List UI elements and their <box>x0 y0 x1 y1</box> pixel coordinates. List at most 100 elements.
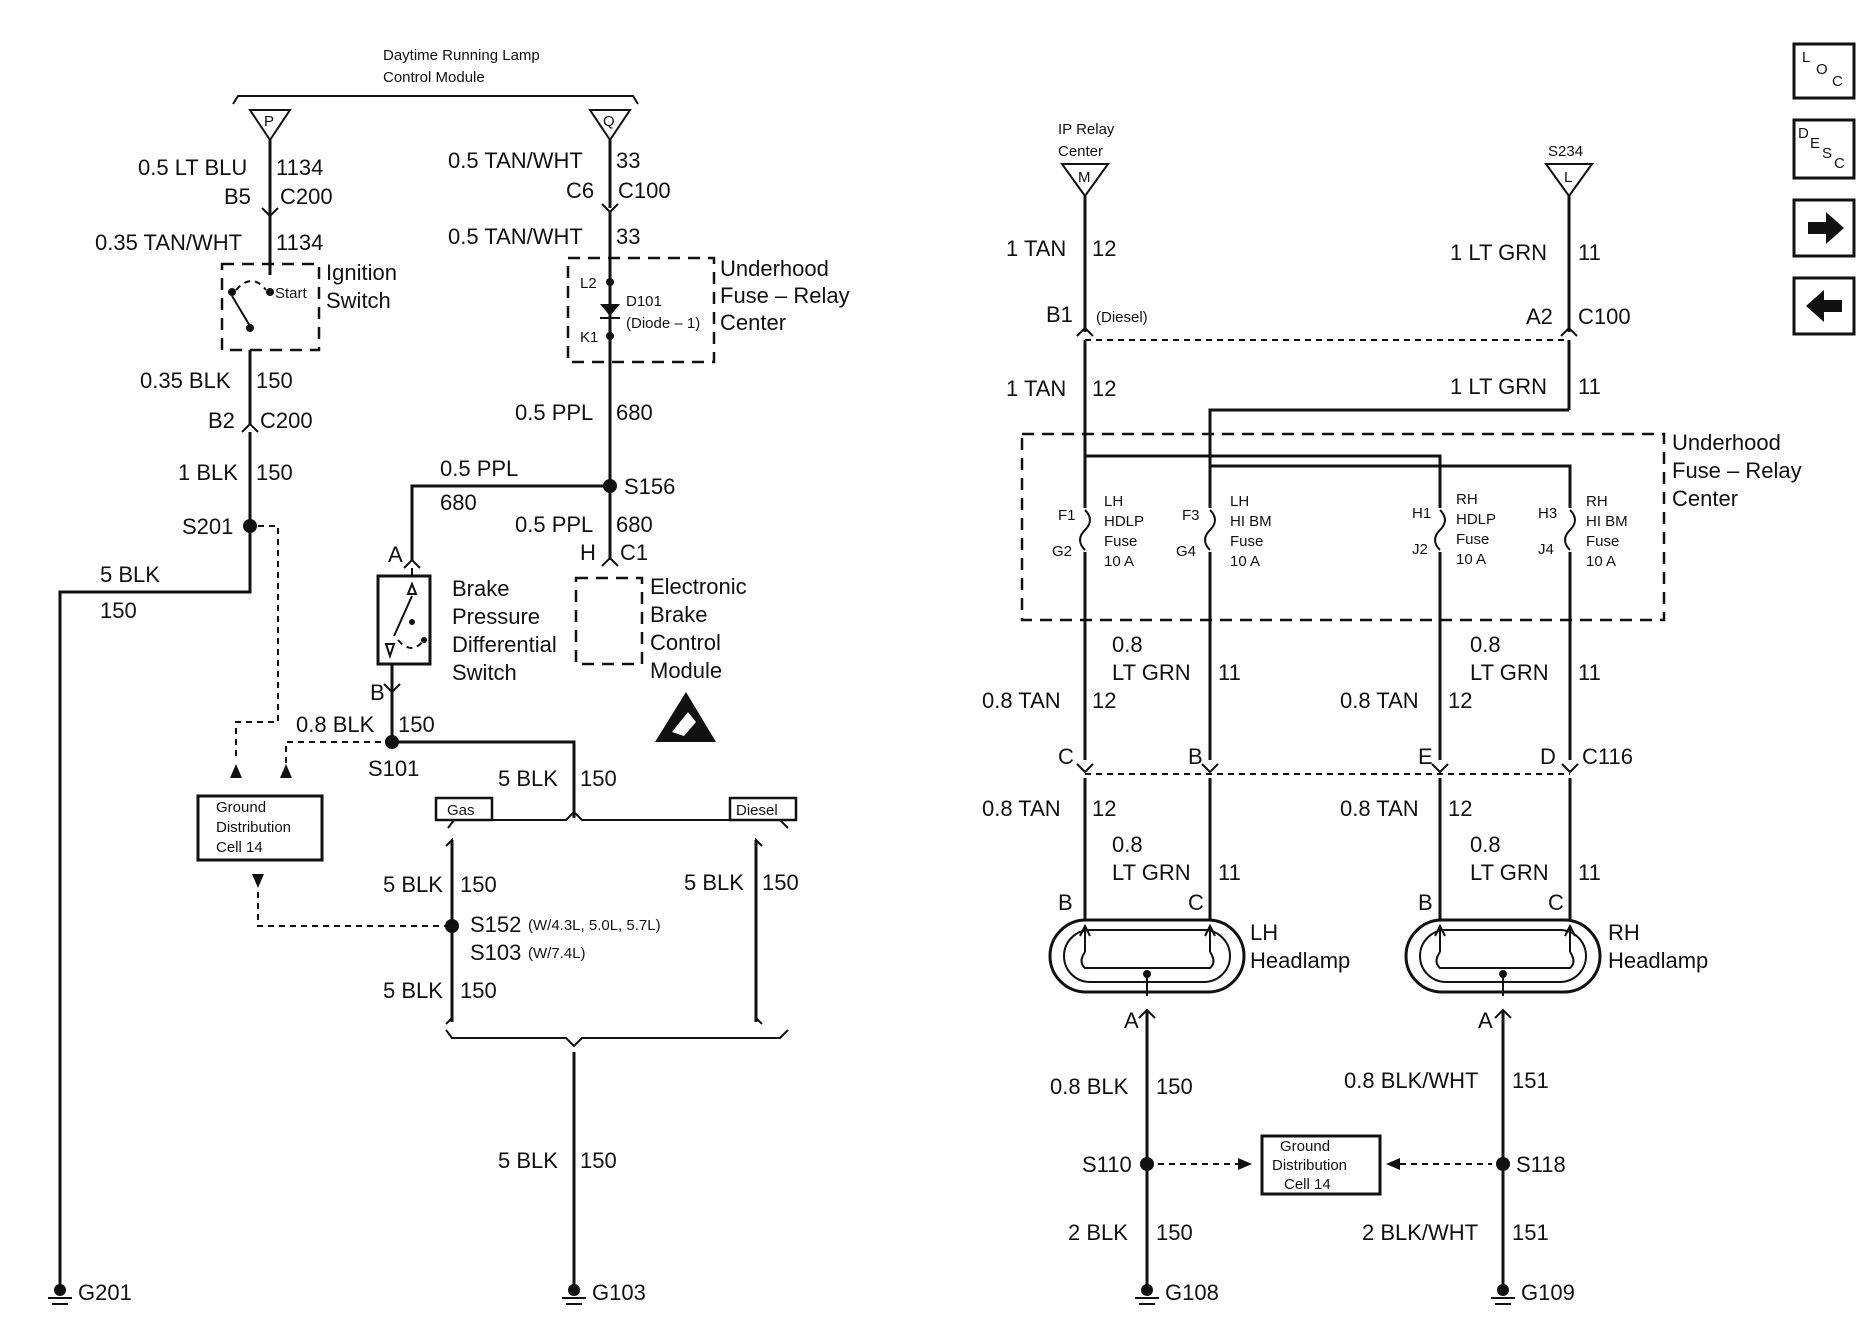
wire-150-lh-number-b: 150 <box>1156 1220 1193 1245</box>
fuse1-line1: LH <box>1104 493 1123 510</box>
splice-s152-note: (W/4.3L, 5.0L, 5.7L) <box>528 917 661 934</box>
wire-150-to-gas-diesel <box>392 740 576 818</box>
wire-150-number-c: 150 <box>100 598 137 623</box>
bpds-title-2: Pressure <box>452 604 540 629</box>
splice-s118-dot <box>1496 1157 1510 1171</box>
loc-letter-o: O <box>1816 61 1828 78</box>
drl-title-line1: Daytime Running Lamp <box>383 47 540 64</box>
connector-b2: B2 <box>208 408 235 433</box>
connector-a: A <box>388 542 403 567</box>
wire-11-rh-color-top: LT GRN <box>1470 660 1549 685</box>
arrow-right-icon <box>1808 212 1844 244</box>
terminal-m-label: M <box>1078 169 1091 186</box>
rh-headlamp-title-2: Headlamp <box>1608 948 1708 973</box>
gas-tag-label: Gas <box>447 802 475 819</box>
rh-pin-b-label: B <box>1418 890 1433 915</box>
ground-dist-down-arrow <box>252 874 264 888</box>
fuse-g4-label: G4 <box>1176 543 1196 560</box>
underhood-left-title-2: Fuse – Relay <box>720 283 850 308</box>
splice-s156-label: S156 <box>624 474 675 499</box>
wire-150-gauge-d: 0.8 BLK <box>296 712 375 737</box>
diesel-note: (Diesel) <box>1096 309 1148 326</box>
terminal-p-symbol <box>248 109 292 142</box>
wire-150-number-a: 150 <box>256 368 293 393</box>
wire-12-rh-number-top: 12 <box>1448 688 1472 713</box>
ground-merge-bracket <box>445 1029 789 1048</box>
dashed-s101-to-ground-dist <box>285 741 392 764</box>
connector-pin-d <box>1561 763 1579 774</box>
splice-s152-dot <box>445 919 459 933</box>
ground-dist-box-left <box>196 794 324 862</box>
connector-b: B <box>370 680 385 705</box>
ground-dist-right-2: Distribution <box>1272 1157 1347 1174</box>
bpds-switch-box <box>376 574 432 666</box>
pin-e-label: E <box>1418 744 1433 769</box>
ground-dist-arrow-right <box>1238 1158 1252 1170</box>
desc-letter-d: D <box>1798 125 1809 142</box>
s234-label: S234 <box>1548 143 1583 160</box>
wire-33-number: 33 <box>616 148 640 173</box>
wire-150-gauge-c: 5 BLK <box>100 562 160 587</box>
wire-11-rh-color-bottom: LT GRN <box>1470 860 1549 885</box>
wire-12-gauge-a: 1 TAN <box>1006 236 1066 261</box>
underhood-right-title-3: Center <box>1672 486 1738 511</box>
connector-c200-top: C200 <box>280 184 333 209</box>
fuse3-line4: 10 A <box>1456 551 1486 568</box>
fuse2-line1: LH <box>1230 493 1249 510</box>
desc-button[interactable]: D E S C <box>1792 118 1856 180</box>
wire-150-number-f: 150 <box>460 872 497 897</box>
wire-1134-gauge: 0.5 LT BLU <box>138 155 247 180</box>
bus-11-hibeam <box>1210 464 1572 474</box>
previous-page-button[interactable] <box>1792 276 1856 336</box>
bus-12 <box>1085 454 1442 474</box>
ground-g108-label: G108 <box>1165 1280 1219 1305</box>
ground-dist-arrow-a <box>230 764 242 778</box>
next-page-button[interactable] <box>1792 198 1856 258</box>
bpds-arrow-bottom <box>384 643 396 660</box>
wire-11-rh-number-top: 11 <box>1578 660 1601 685</box>
bpds-switch-lever <box>393 595 413 637</box>
wire-680-to-bpds <box>410 484 610 560</box>
connector-a2: A2 <box>1526 304 1553 329</box>
fuse-lh-hibeam <box>1204 474 1216 760</box>
diode-d101-label: D101 <box>626 293 662 310</box>
desc-letter-e: E <box>1810 135 1820 152</box>
ignition-start-label: Start <box>275 285 308 302</box>
connector-c6: C6 <box>566 178 594 203</box>
wire-12-rh-gauge-top: 0.8 TAN <box>1340 688 1419 713</box>
wire-1134-number-lower: 1134 <box>276 230 323 255</box>
wire-680-number-b: 680 <box>440 490 477 515</box>
fuse1-line3: Fuse <box>1104 533 1137 550</box>
connector-pin-c <box>1076 763 1094 774</box>
dashed-s201-to-ground-dist <box>235 525 279 760</box>
drl-module-bracket <box>232 95 639 105</box>
lh-pin-b-label: B <box>1058 890 1073 915</box>
wire-11-number-a: 11 <box>1578 240 1601 265</box>
fuse1-line2: HDLP <box>1104 513 1144 530</box>
diode-symbol <box>600 304 620 316</box>
terminal-p-label: P <box>264 113 274 130</box>
wire-12-gauge-b: 1 TAN <box>1006 376 1066 401</box>
splice-s118-label: S118 <box>1516 1152 1566 1177</box>
wire-680-gauge-a: 0.5 PPL <box>515 400 593 425</box>
fuse2-line3: Fuse <box>1230 533 1263 550</box>
wire-33-number-lower: 33 <box>616 224 640 249</box>
lh-headlamp-symbol <box>1048 918 1246 996</box>
bpds-contact-a <box>409 619 415 625</box>
connector-pin-h <box>601 556 619 567</box>
wire-150-number-d: 150 <box>398 712 435 737</box>
connector-c116: C116 <box>1582 744 1633 769</box>
lh-pin-c-label: C <box>1188 890 1204 915</box>
loc-button[interactable]: L O C <box>1792 42 1856 100</box>
ground-g201-label: G201 <box>78 1280 132 1305</box>
wire-150-lh-gauge: 0.8 BLK <box>1050 1074 1129 1099</box>
wire-12-lh-number-top: 12 <box>1092 688 1116 713</box>
bpds-arrow-top <box>406 581 418 595</box>
pin-d-label: D <box>1540 744 1556 769</box>
ground-g109-label: G109 <box>1521 1280 1575 1305</box>
wire-150-gauge-g: 5 BLK <box>383 978 443 1003</box>
underhood-relay-box-left <box>566 256 716 364</box>
fuse-j2-label: J2 <box>1412 541 1428 558</box>
drl-title-line2: Control Module <box>383 69 485 86</box>
underhood-right-title-2: Fuse – Relay <box>1672 458 1802 483</box>
